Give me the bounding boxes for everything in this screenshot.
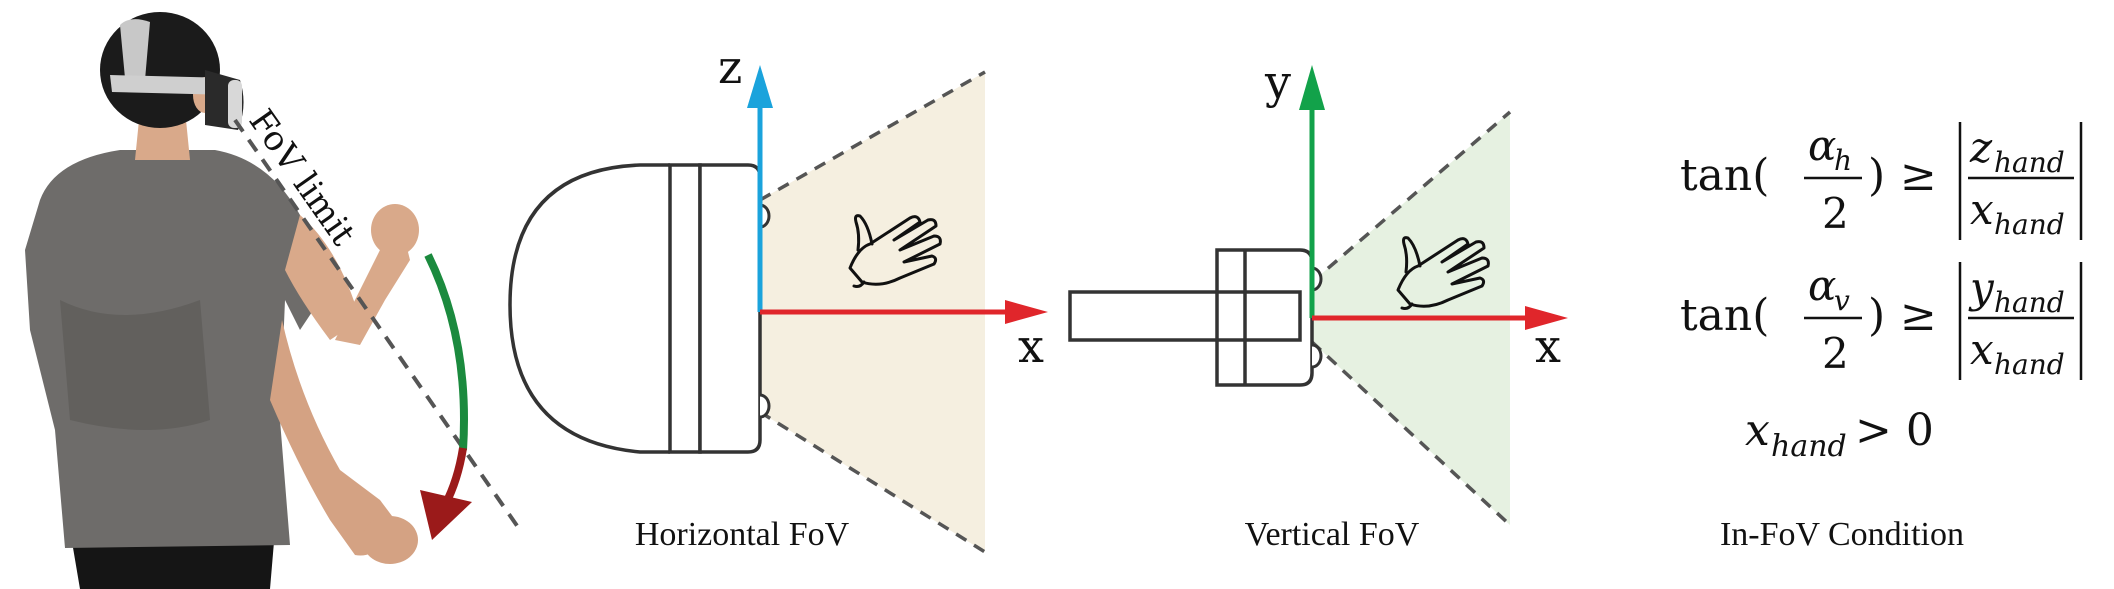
eq2-num-sub: hand [1994,286,2065,319]
condition-panel: tan( α h 2 ) ≥ z hand x hand tan( α v 2 … [1680,121,2083,553]
in-fov-condition-caption: In-FoV Condition [1720,516,1964,553]
person-panel: FoV limit [25,12,522,589]
z-axis-arrowhead [747,65,773,108]
headset-front [228,80,242,128]
eq2-num-var: y [1968,263,1995,312]
person-upper-arm [285,215,360,340]
hand-icon [1396,236,1490,310]
equation-vertical: tan( α v 2 ) ≥ y hand x hand [1680,261,2083,381]
headset-topview-strap [508,163,670,454]
x-axis-vertical-arrowhead [1525,306,1568,330]
horizontal-fov-panel: z x Horizontal FoV [508,40,1048,554]
headset-camera-bottom [759,393,771,419]
eq2-func: tan( [1680,290,1769,341]
headset-band [110,75,232,95]
eq1-num-sub: hand [1994,146,2065,179]
hand-icon [848,214,942,288]
equation-positive: x hand > 0 [1745,405,1934,464]
x-axis-horizontal-arrowhead [1005,300,1048,324]
eq1-alpha-sub: h [1834,144,1852,177]
eq2-den-var: x [1970,325,1994,374]
x-axis-horizontal-label: x [1018,319,1044,373]
person-forearm-up [335,240,410,345]
fov-limit-line [233,118,522,532]
headset-sideview-body [1215,248,1314,387]
vertical-fov-edge-top [1310,110,1512,284]
eq1-geq: ≥ [1900,150,1937,201]
vertical-fov-caption: Vertical FoV [1245,516,1420,553]
z-axis-label: z [718,40,742,94]
eq3-rel: > 0 [1855,405,1934,456]
motion-arrowhead [420,490,472,540]
eq1-alpha: α [1808,121,1836,170]
eq2-den-sub: hand [1994,348,2065,381]
headset-topview-body [698,163,762,454]
person-fist-down [362,516,418,564]
eq2-alpha: α [1808,261,1836,310]
eq2-geq: ≥ [1900,290,1937,341]
headset-sideview-strap [1068,290,1302,342]
eq2-close: ) [1868,290,1885,341]
vertical-fov-edge-bottom [1310,340,1512,527]
motion-arc-green [424,253,468,451]
y-axis-label: y [1264,55,1291,109]
x-axis-vertical-label: x [1535,319,1561,373]
y-axis-arrowhead [1299,65,1325,110]
headset-topview-band [668,163,702,454]
eq1-two: 2 [1822,189,1849,238]
eq2-alpha-sub: v [1834,284,1850,317]
eq3-sub: hand [1771,429,1847,464]
vertical-fov-panel: y x Vertical FoV [1068,55,1568,553]
person-lower-arm [270,320,395,556]
eq1-num-var: z [1969,123,1993,172]
eq1-func: tan( [1680,150,1769,201]
eq1-den-var: x [1970,185,1994,234]
eq2-two: 2 [1822,329,1849,378]
eq1-den-sub: hand [1994,208,2065,241]
horizontal-fov-edge-bottom [759,410,986,554]
horizontal-fov-edge-top [759,70,986,202]
headset-sideview-camera-bottom [1311,343,1323,369]
eq1-close: ) [1868,150,1885,201]
headset-strap [120,19,150,81]
equation-horizontal: tan( α h 2 ) ≥ z hand x hand [1680,121,2083,241]
eq3-var: x [1745,405,1770,456]
person-shirt-shade [60,300,210,430]
person-fist-up [371,204,419,256]
horizontal-fov-caption: Horizontal FoV [635,516,850,553]
